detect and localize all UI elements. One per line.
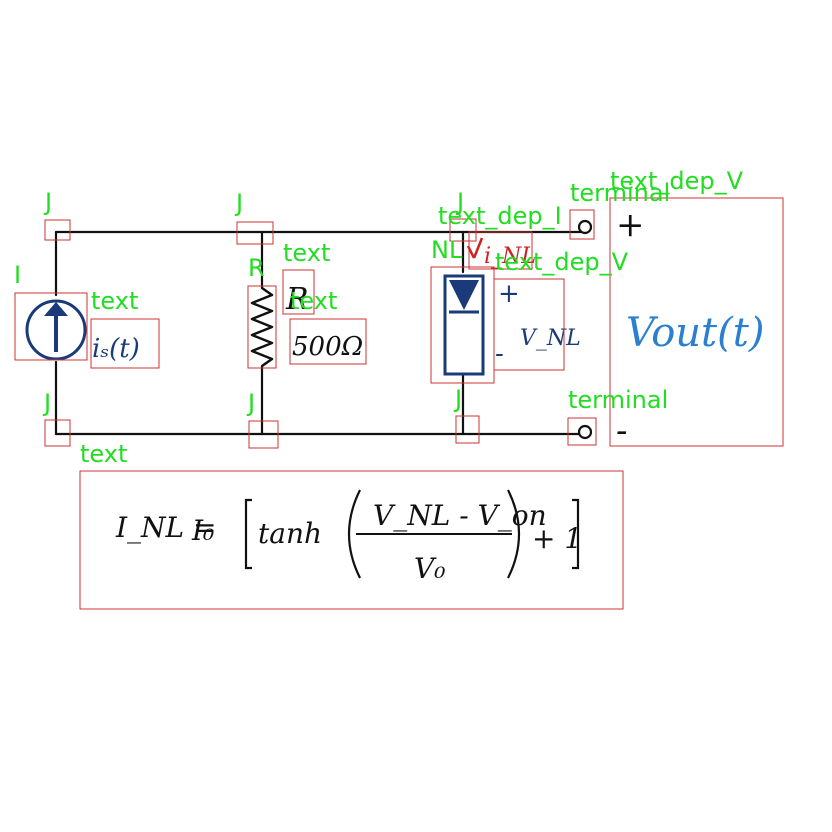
label-dep-voltage-out: text_dep_V	[610, 167, 744, 195]
resistor-name-text: R	[285, 282, 309, 317]
label-resistor: R	[248, 254, 265, 282]
nl-current-text: i_NL	[484, 244, 536, 269]
label-current-source: I	[14, 261, 21, 289]
formula-numerator: V_NL - V_on	[373, 499, 547, 532]
box-dep-voltage-nl	[493, 278, 565, 371]
source-current-text: iₛ(t)	[92, 334, 140, 364]
current-source-symbol	[25, 299, 87, 361]
box-junction-2	[236, 221, 274, 245]
box-source-text	[90, 318, 160, 369]
formula-lhs: I_NL =	[115, 511, 217, 544]
nl-voltage-text: V_NL	[520, 326, 581, 351]
label-terminal-minus: terminal	[568, 386, 668, 414]
formula: I_NL = I₀ tanh V_NL - V_on V₀ + 1	[115, 489, 582, 585]
box-resistor-name	[282, 269, 315, 315]
formula-io: I₀	[191, 514, 214, 547]
resistor-value-text: 500Ω	[292, 332, 363, 362]
resistor-symbol	[250, 286, 274, 368]
terminal-plus-text: +	[616, 205, 645, 245]
formula-bracket-left	[244, 498, 252, 570]
box-junction-4	[44, 419, 71, 447]
label-junction-6: J	[453, 385, 462, 413]
label-junction-4: J	[42, 389, 51, 417]
box-resistor-value	[289, 318, 367, 365]
terminal-minus-text: -	[616, 411, 628, 451]
formula-plus-one: + 1	[532, 522, 582, 555]
label-junction-5: J	[246, 389, 255, 417]
terminal-minus-node	[577, 424, 593, 440]
label-resistor-name: text	[283, 239, 330, 267]
formula-tanh: tanh	[258, 517, 322, 550]
box-current-source	[14, 292, 88, 361]
label-resistor-value: text	[290, 287, 337, 315]
box-terminal-minus	[567, 417, 597, 446]
box-dep-voltage-out	[609, 197, 784, 447]
box-formula	[79, 470, 624, 610]
box-junction-6	[455, 415, 480, 444]
nonlinear-element-symbol	[443, 274, 485, 376]
label-nonlinear: NL	[431, 236, 463, 264]
box-junction-3	[449, 218, 477, 242]
nl-minus-text: -	[495, 339, 504, 369]
box-terminal-plus	[569, 209, 595, 240]
label-source-text: text	[91, 287, 138, 315]
label-dep-current: text_dep_I	[438, 202, 562, 230]
label-terminal-plus: terminal	[570, 179, 670, 207]
box-resistor	[247, 285, 277, 369]
nl-plus-text: +	[498, 279, 520, 309]
formula-bracket-right	[572, 498, 580, 570]
label-dep-voltage-nl: text_dep_V	[495, 248, 629, 276]
formula-paren-left	[347, 489, 361, 579]
box-junction-1	[44, 219, 71, 241]
vout-text: Vout(t)	[626, 310, 764, 356]
box-junction-5	[248, 420, 279, 449]
box-dep-current	[468, 231, 533, 270]
label-junction-1: J	[43, 188, 52, 216]
formula-denominator: V₀	[414, 552, 445, 585]
label-formula: text	[80, 440, 127, 468]
label-junction-3: J	[455, 188, 464, 216]
formula-paren-right	[507, 489, 521, 579]
label-junction-2: J	[234, 189, 243, 217]
annotation-boxes	[14, 197, 784, 610]
terminal-plus-node	[577, 219, 593, 235]
annotation-labels: J J J J J J I text R text text NL text_d…	[14, 167, 744, 468]
